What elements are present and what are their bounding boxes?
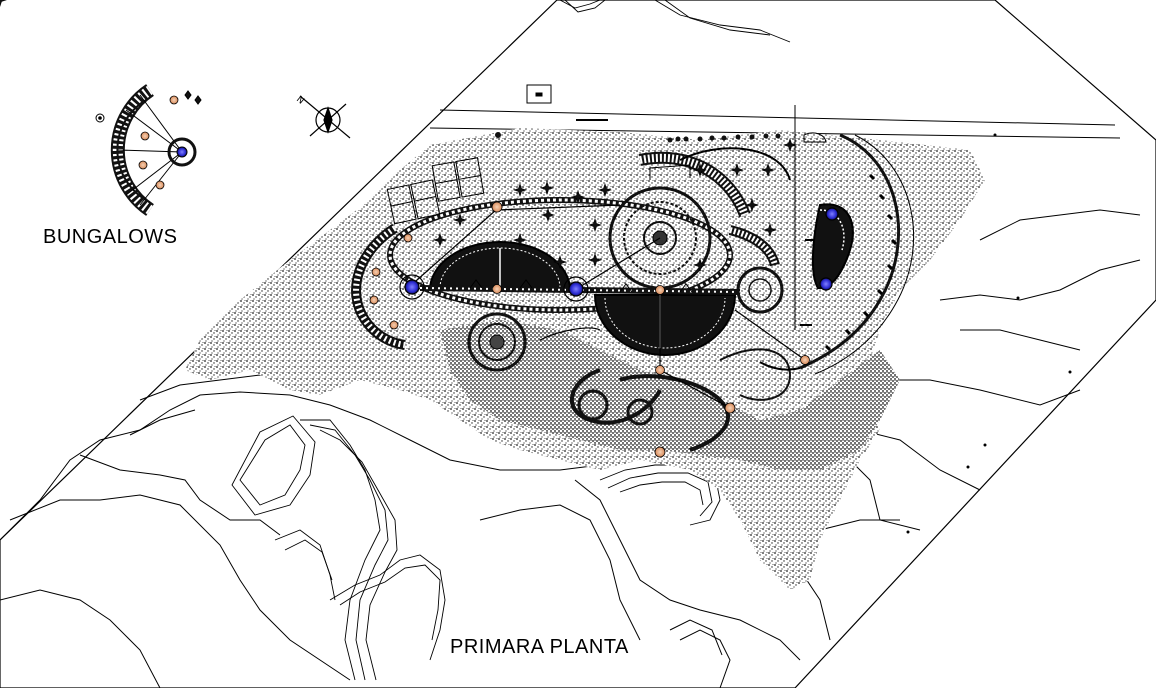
- sports-courts: [386, 157, 485, 225]
- svg-text:N: N: [294, 95, 306, 107]
- bungalows-label: BUNGALOWS: [43, 226, 178, 248]
- floor-plan-title: PRIMARA PLANTA: [450, 636, 629, 658]
- boundary-marks: [906, 133, 1072, 534]
- hotel-block: [638, 147, 791, 267]
- main-complex: [351, 186, 806, 452]
- top-contours: [559, 0, 791, 43]
- right-oval-road: [759, 105, 915, 375]
- lamp-markers: [369, 201, 810, 458]
- tree-row-top: [495, 132, 781, 143]
- vegetation-masses: [185, 128, 985, 590]
- bungalows-detail: [110, 84, 202, 216]
- compass-north-icon: N: [294, 95, 351, 139]
- tree-symbols: [0, 0, 797, 272]
- hill-contours-left: [231, 415, 446, 681]
- fountain-nodes: [399, 207, 839, 302]
- marker-icon: [95, 113, 105, 123]
- right-building: [811, 203, 854, 290]
